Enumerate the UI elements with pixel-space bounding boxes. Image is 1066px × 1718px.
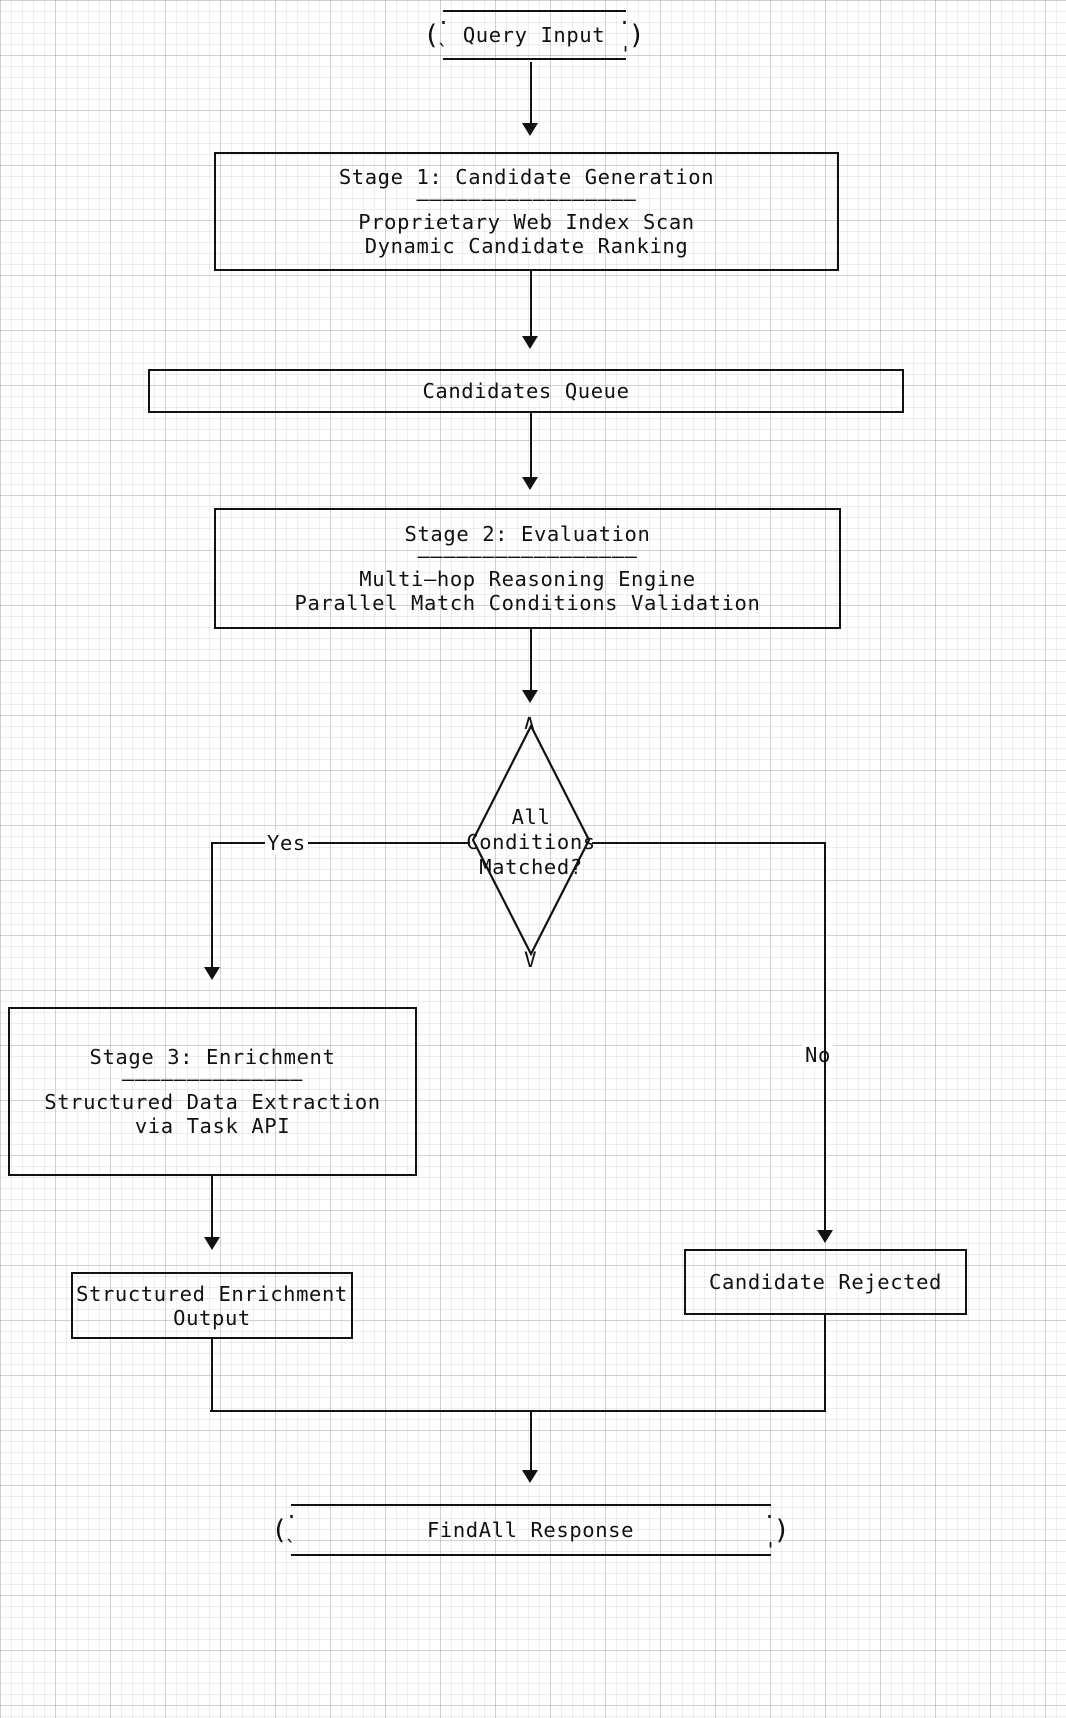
node-stage2-line1: Multi—hop Reasoning Engine — [359, 567, 696, 591]
terminal-top-rule — [442, 10, 626, 12]
node-stage3-line1: Structured Data Extraction — [44, 1090, 381, 1114]
response-paren-right: ) — [773, 1514, 790, 1546]
response-corner-tick-bl: ` — [284, 1536, 297, 1560]
node-candidates-queue-label: Candidates Queue — [422, 379, 630, 403]
node-decision-line3: Matched? — [479, 855, 583, 879]
edge-rejected-to-merge — [824, 1315, 826, 1411]
node-enrichment-output: Structured Enrichment Output — [71, 1272, 353, 1339]
node-stage2-separator: ————————————————— — [417, 544, 638, 568]
node-stage3-line2: via Task API — [134, 1114, 291, 1138]
response-top-rule — [290, 1504, 771, 1506]
edge-yes-vertical — [211, 842, 213, 969]
edge-queue-to-stage2-arrowhead — [522, 477, 538, 490]
node-findall-response-label: FindAll Response — [426, 1518, 635, 1542]
node-stage2: Stage 2: Evaluation ————————————————— Mu… — [214, 508, 841, 629]
response-corner-tick-tr: . — [763, 1499, 776, 1523]
response-corner-tick-br: ' — [764, 1538, 777, 1562]
edge-yes-horizontal — [212, 842, 470, 844]
node-enrichment-output-line1: Structured Enrichment — [76, 1281, 348, 1306]
edge-query-to-stage1 — [530, 62, 532, 125]
edge-no-arrowhead — [817, 1230, 833, 1243]
node-stage1-line1: Proprietary Web Index Scan — [358, 210, 695, 234]
response-corner-tick-tl: . — [285, 1499, 298, 1523]
edge-yes-label: Yes — [265, 831, 308, 855]
node-stage2-line2: Parallel Match Conditions Validation — [294, 591, 761, 615]
decision-top-cap: ∧ — [523, 710, 536, 734]
node-decision-line2: Conditions — [466, 830, 596, 854]
response-paren-left: ( — [271, 1514, 288, 1546]
edge-no-label: No — [803, 1043, 833, 1067]
response-bottom-rule — [290, 1554, 771, 1556]
node-stage1-line2: Dynamic Candidate Ranking — [364, 234, 689, 258]
decision-bottom-cap: V — [524, 948, 537, 972]
node-stage1: Stage 1: Candidate Generation ——————————… — [214, 152, 839, 271]
terminal-paren-right: ) — [628, 19, 645, 51]
edge-merge-to-response-arrowhead — [522, 1470, 538, 1483]
terminal-paren-left: ( — [423, 19, 440, 51]
edge-queue-to-stage2 — [530, 413, 532, 479]
terminal-corner-tick-br: ' — [619, 42, 632, 66]
node-decision: ∧ V All Conditions Matched? — [466, 710, 595, 972]
edge-merge-to-response — [530, 1410, 532, 1472]
node-stage3: Stage 3: Enrichment —————————————— Struc… — [8, 1007, 417, 1176]
node-findall-response: ( . . ` ' FindAll Response ) — [268, 1499, 793, 1562]
edge-stage1-to-queue-arrowhead — [522, 336, 538, 349]
node-stage2-title: Stage 2: Evaluation — [404, 522, 651, 546]
edge-yes-arrowhead — [204, 967, 220, 980]
edge-stage2-to-decision — [530, 629, 532, 692]
node-stage1-title: Stage 1: Candidate Generation — [338, 165, 715, 189]
decision-diamond-outline — [471, 723, 591, 957]
node-decision-line1: All — [511, 805, 551, 829]
terminal-corner-tick-tl: . — [437, 5, 450, 29]
node-query-input: ( . . ` ' Query Input ) — [420, 5, 648, 66]
node-stage3-separator: —————————————— — [121, 1067, 304, 1091]
edge-query-to-stage1-arrowhead — [522, 123, 538, 136]
edge-no-vertical — [824, 842, 826, 1232]
edge-stage3-to-output — [211, 1176, 213, 1239]
node-candidate-rejected-label: Candidate Rejected — [709, 1270, 942, 1294]
edge-stage3-to-output-arrowhead — [204, 1237, 220, 1250]
edge-merge-rail — [210, 1410, 826, 1412]
terminal-corner-tick-bl: ` — [436, 40, 449, 64]
edge-no-horizontal — [592, 842, 826, 844]
edge-stage1-to-queue — [530, 271, 532, 338]
terminal-corner-tick-tr: . — [618, 5, 631, 29]
node-stage1-separator: ————————————————— — [416, 187, 637, 211]
edge-output-to-merge — [211, 1339, 213, 1411]
node-candidate-rejected: Candidate Rejected — [684, 1249, 967, 1315]
node-candidates-queue: Candidates Queue — [148, 369, 904, 413]
node-query-input-label: Query Input — [462, 23, 606, 47]
node-enrichment-output-line2: Output — [173, 1305, 251, 1330]
edge-stage2-to-decision-arrowhead — [522, 690, 538, 703]
terminal-bottom-rule — [442, 58, 626, 60]
node-stage3-title: Stage 3: Enrichment — [89, 1045, 336, 1069]
